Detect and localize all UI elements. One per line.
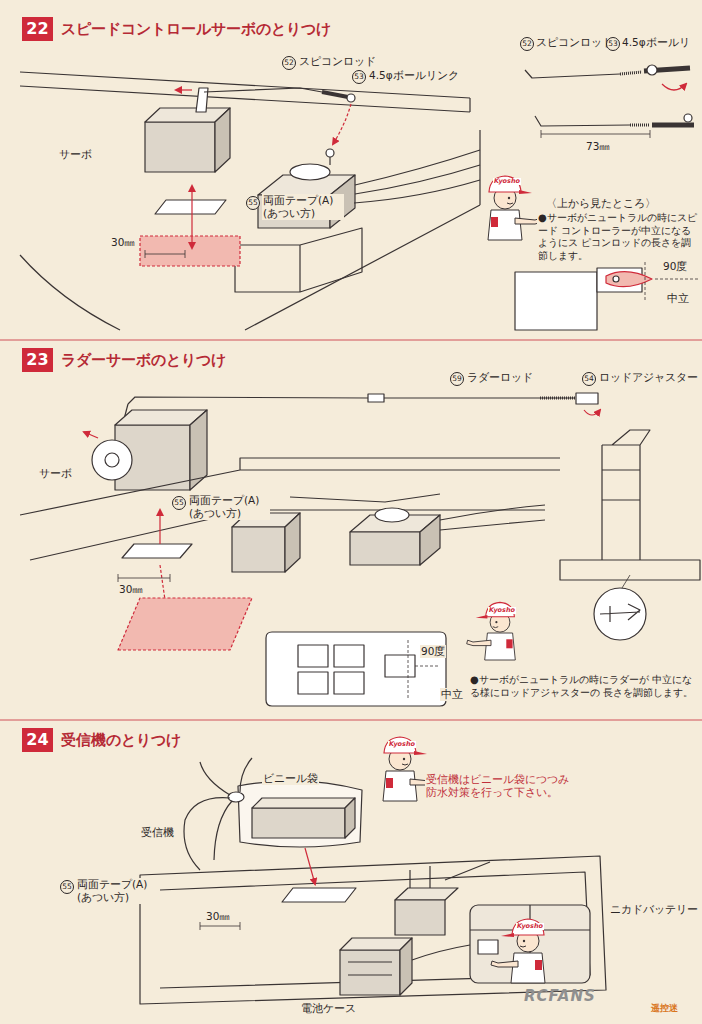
part-label: 30㎜ bbox=[110, 236, 136, 249]
callout-number: 55 bbox=[172, 496, 186, 510]
cap-logo: Kyosho bbox=[516, 923, 544, 930]
callout-number: 55 bbox=[246, 196, 260, 210]
step-heading: 受信機のとりつけ bbox=[61, 730, 181, 750]
instruction-note: 受信機はビニール袋につつみ 防水対策を行って下さい。 bbox=[425, 773, 572, 799]
step-number-box: 23ラダーサーボのとりつけ bbox=[22, 348, 53, 372]
part-label: 4.5φボールリ bbox=[621, 36, 691, 49]
step-number: 24 bbox=[26, 728, 48, 752]
part-label: 30㎜ bbox=[205, 910, 231, 923]
part-label: 両面テープ(A) (あつい方) bbox=[76, 878, 158, 904]
part-label: ニカドバッテリー bbox=[609, 903, 699, 916]
instruction-note: ●サーボがニュートラルの時にスピード コントローラーが中立になるようにス ピコン… bbox=[537, 212, 699, 262]
part-label: 電池ケース bbox=[300, 1002, 357, 1015]
step-number-box: 22スピードコントロールサーボのとりつけ bbox=[22, 17, 53, 41]
part-label: 受信機 bbox=[140, 826, 175, 839]
callout-number: 59 bbox=[450, 372, 464, 386]
watermark: 遥控迷 bbox=[650, 1003, 679, 1014]
step-heading: ラダーサーボのとりつけ bbox=[61, 350, 226, 370]
step-number: 23 bbox=[26, 348, 48, 372]
part-label: 中立 bbox=[666, 292, 690, 305]
part-label: 〈上から見たところ〉 bbox=[545, 197, 657, 210]
part-label: 中立 bbox=[440, 688, 464, 701]
part-label: スピコンロッド bbox=[535, 36, 614, 49]
callout-number: 55 bbox=[60, 880, 74, 894]
cap-logo: Kyosho bbox=[493, 178, 521, 185]
part-label: ビニール袋 bbox=[262, 772, 319, 785]
part-label: 30㎜ bbox=[118, 583, 144, 596]
part-label: ロッドアジャスター bbox=[598, 371, 699, 384]
callout-number: 52 bbox=[282, 56, 296, 70]
callout-number: 53 bbox=[352, 70, 366, 84]
part-label: サーボ bbox=[58, 148, 93, 161]
part-label: サーボ bbox=[38, 467, 73, 480]
step-number: 22 bbox=[26, 17, 48, 41]
cap-logo: Kyosho bbox=[388, 741, 416, 748]
callout-number: 53 bbox=[606, 37, 620, 51]
callout-number: 52 bbox=[520, 37, 534, 51]
watermark: RCFANS bbox=[523, 987, 597, 1006]
part-label: 90度 bbox=[420, 645, 446, 658]
part-label: 4.5φボールリンク bbox=[368, 69, 460, 82]
instruction-note: ●サーボがニュートラルの時にラダーが 中立になる様にロッドアジャスターの 長さを… bbox=[469, 674, 699, 699]
part-label: 両面テープ(A) (あつい方) bbox=[262, 194, 344, 220]
step-number-box: 24受信機のとりつけ bbox=[22, 728, 53, 752]
cap-logo: Kyosho bbox=[488, 607, 516, 614]
part-label: 両面テープ(A) (あつい方) bbox=[188, 494, 270, 520]
callout-number: 54 bbox=[582, 372, 596, 386]
part-label: スピコンロッド bbox=[298, 55, 377, 68]
part-label: 73㎜ bbox=[585, 140, 611, 153]
step-heading: スピードコントロールサーボのとりつけ bbox=[61, 19, 331, 39]
part-label: ラダーロッド bbox=[466, 371, 534, 384]
part-label: 90度 bbox=[662, 260, 688, 273]
